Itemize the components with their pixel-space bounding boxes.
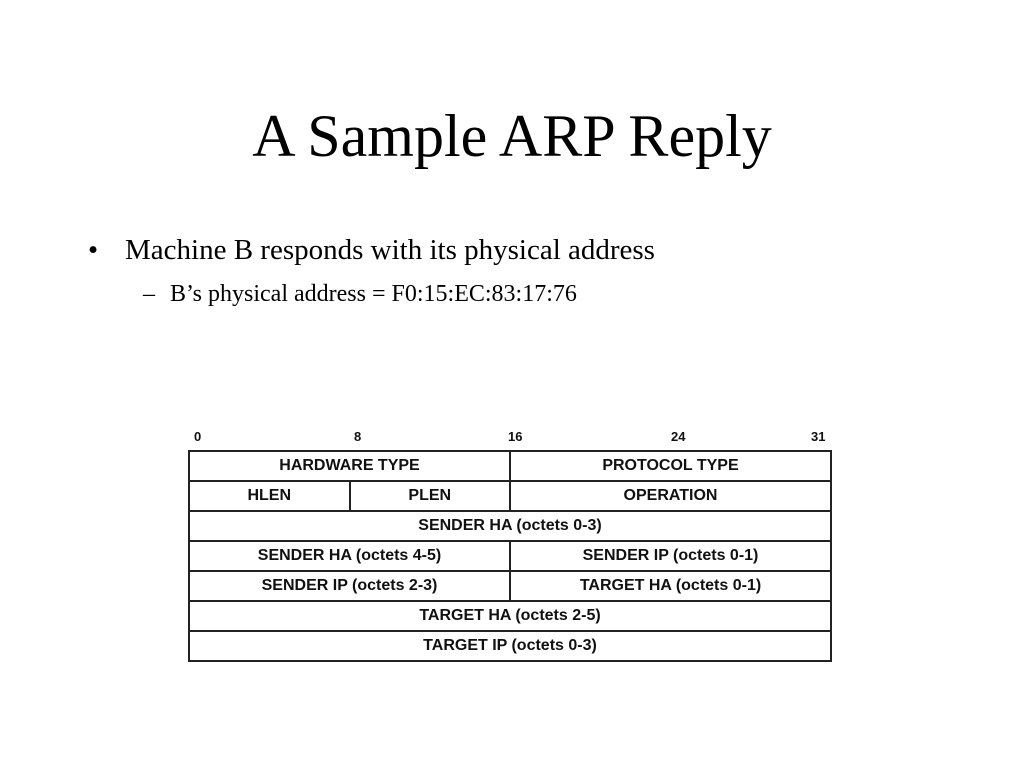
bit-label-31: 31 bbox=[811, 429, 826, 444]
table-row: SENDER IP (octets 2-3) TARGET HA (octets… bbox=[188, 570, 832, 602]
field-hardware-type: HARDWARE TYPE bbox=[188, 450, 511, 482]
field-sender-ha-0-3: SENDER HA (octets 0-3) bbox=[188, 510, 832, 542]
arp-packet-table: HARDWARE TYPE PROTOCOL TYPE HLEN PLEN OP… bbox=[188, 450, 832, 662]
table-row: HLEN PLEN OPERATION bbox=[188, 480, 832, 512]
field-operation: OPERATION bbox=[509, 480, 832, 512]
field-target-ha-0-1: TARGET HA (octets 0-1) bbox=[509, 570, 832, 602]
field-sender-ip-2-3: SENDER IP (octets 2-3) bbox=[188, 570, 511, 602]
slide-title: A Sample ARP Reply bbox=[252, 103, 772, 169]
table-row: SENDER HA (octets 0-3) bbox=[188, 510, 832, 542]
bullet-marker: • bbox=[88, 234, 99, 266]
subbullet-item: – B’s physical address = F0:15:EC:83:17:… bbox=[143, 279, 577, 309]
bit-label-16: 16 bbox=[508, 429, 523, 444]
table-row: TARGET HA (octets 2-5) bbox=[188, 600, 832, 632]
table-row: TARGET IP (octets 0-3) bbox=[188, 630, 832, 662]
field-hlen: HLEN bbox=[188, 480, 351, 512]
table-row: HARDWARE TYPE PROTOCOL TYPE bbox=[188, 450, 832, 482]
table-row: SENDER HA (octets 4-5) SENDER IP (octets… bbox=[188, 540, 832, 572]
bit-label-0: 0 bbox=[194, 429, 202, 444]
bit-label-24: 24 bbox=[671, 429, 686, 444]
bullet-text: Machine B responds with its physical add… bbox=[125, 234, 655, 266]
subbullet-text: B’s physical address = F0:15:EC:83:17:76 bbox=[170, 281, 577, 307]
field-plen: PLEN bbox=[348, 480, 511, 512]
field-target-ip-0-3: TARGET IP (octets 0-3) bbox=[188, 630, 832, 662]
field-protocol-type: PROTOCOL TYPE bbox=[509, 450, 832, 482]
field-sender-ha-4-5: SENDER HA (octets 4-5) bbox=[188, 540, 511, 572]
arp-packet-diagram: 0 8 16 24 31 HARDWARE TYPE PROTOCOL TYPE… bbox=[186, 428, 836, 678]
field-sender-ip-0-1: SENDER IP (octets 0-1) bbox=[509, 540, 832, 572]
subbullet-marker: – bbox=[143, 281, 155, 307]
field-target-ha-2-5: TARGET HA (octets 2-5) bbox=[188, 600, 832, 632]
bit-label-8: 8 bbox=[354, 429, 362, 444]
bullet-item: • Machine B responds with its physical a… bbox=[88, 232, 655, 268]
